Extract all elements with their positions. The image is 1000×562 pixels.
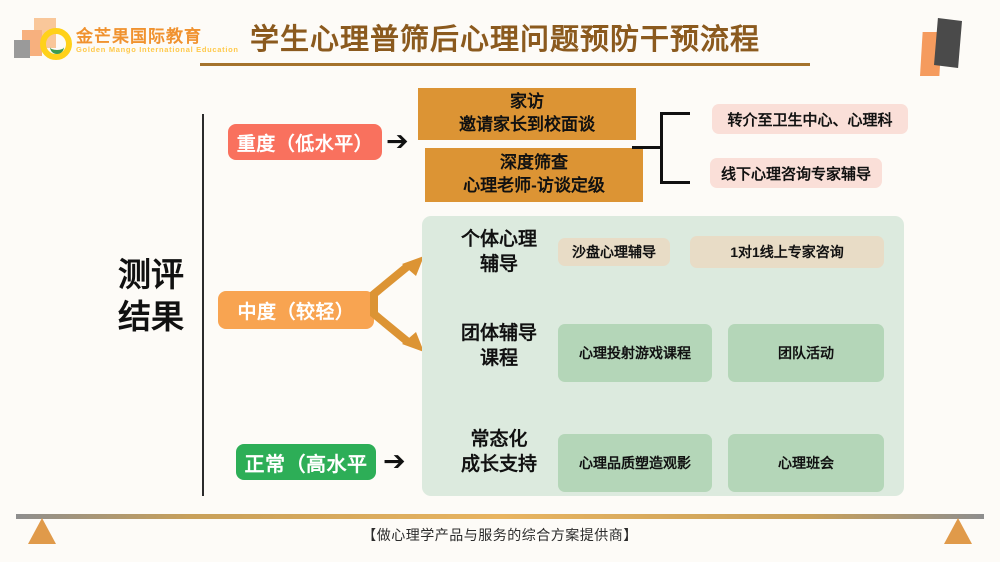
support-chip-sandplay[interactable]: 沙盘心理辅导: [558, 238, 670, 266]
support-row-3-line1: 常态化: [470, 429, 528, 450]
support-chip-film-viewing[interactable]: 心理品质塑造观影: [558, 434, 712, 492]
assessment-result-label: 测评 结果: [96, 254, 206, 338]
arrow-right-icon-normal: ➔: [383, 446, 406, 476]
branch-arrows-icon: [370, 256, 424, 352]
support-row-2-line1: 团体辅导: [460, 323, 537, 344]
logo-chinese-name: 金芒果国际教育: [76, 27, 202, 46]
referral-box-2[interactable]: 线下心理咨询专家辅导: [710, 158, 882, 188]
mango-blocks-logo-icon: [14, 18, 72, 62]
severe-action-1-line2: 邀请家长到校面谈: [459, 115, 595, 134]
severe-action-box-1[interactable]: 家访 邀请家长到校面谈: [418, 88, 636, 140]
level-badge-severe[interactable]: 重度（低水平）: [228, 124, 382, 160]
severe-action-box-2[interactable]: 深度筛查 心理老师-访谈定级: [425, 148, 643, 202]
footer-slogan: 【做心理学产品与服务的综合方案提供商】: [362, 527, 638, 543]
vertical-divider: [202, 114, 204, 496]
severe-action-2-line2: 心理老师-访谈定级: [463, 176, 605, 195]
assessment-result-line2: 结果: [118, 298, 184, 336]
support-chip-team-activity[interactable]: 团队活动: [728, 324, 884, 382]
severe-action-1-line1: 家访: [510, 92, 544, 112]
arrow-right-icon-severe: ➔: [386, 126, 409, 156]
level-badge-moderate[interactable]: 中度（较轻）: [218, 291, 374, 329]
company-logo: 金芒果国际教育 Golden Mango International Educa…: [14, 16, 238, 64]
bracket-connector-icon: [632, 112, 690, 184]
logo-english-name: Golden Mango International Education: [76, 45, 239, 54]
page-title: 学生心理普筛后心理问题预防干预流程: [200, 16, 810, 66]
support-row-2-line2: 课程: [479, 347, 518, 369]
support-chip-projective-game[interactable]: 心理投射游戏课程: [558, 324, 712, 382]
support-row-1-line2: 辅导: [479, 253, 518, 275]
support-row-label-individual: 个体心理 辅导: [444, 228, 554, 277]
severe-action-2-line1: 深度筛查: [500, 153, 568, 173]
support-row-label-normalized: 常态化 成长支持: [444, 428, 554, 477]
support-row-1-line1: 个体心理: [460, 229, 537, 250]
triangle-up-icon-right: [944, 518, 972, 544]
support-chip-class-meeting[interactable]: 心理班会: [728, 434, 884, 492]
support-row-label-group: 团体辅导 课程: [444, 322, 554, 371]
level-badge-normal[interactable]: 正常（高水平: [236, 444, 376, 480]
support-row-3-line2: 成长支持: [460, 453, 537, 475]
referral-box-1[interactable]: 转介至卫生中心、心理科: [712, 104, 908, 134]
support-chip-one-on-one[interactable]: 1对1线上专家咨询: [690, 236, 884, 268]
assessment-result-line1: 测评: [118, 256, 184, 293]
corner-parallelogram-decoration-icon: [920, 14, 972, 76]
footer-divider-bar: [16, 514, 984, 519]
triangle-up-icon-left: [28, 518, 56, 544]
